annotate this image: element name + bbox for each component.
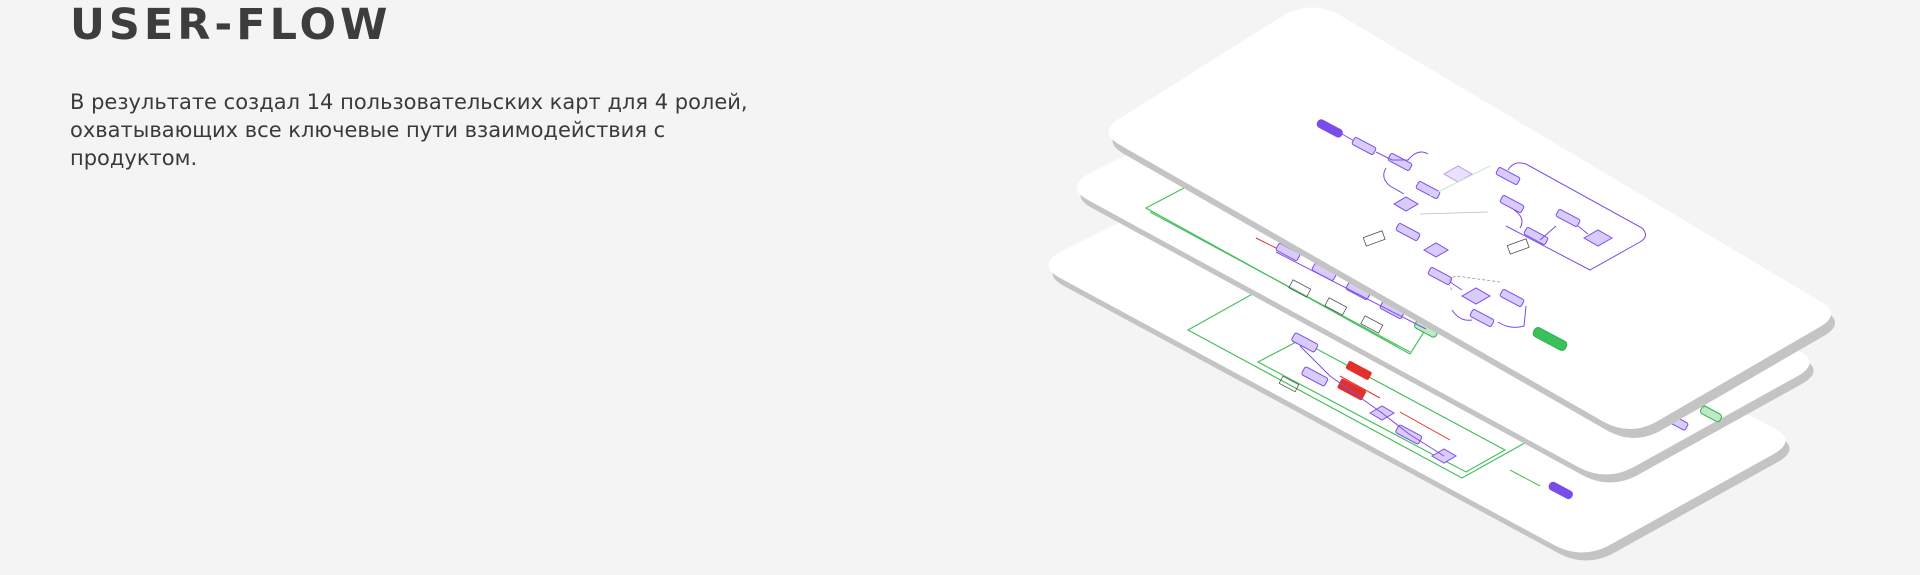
green-container-middle-2 [1149, 211, 1411, 353]
flow-node [1523, 227, 1549, 245]
flow-node [1555, 209, 1581, 227]
flow-node [1495, 167, 1521, 185]
error-edge [1255, 237, 1277, 249]
error-node [1337, 378, 1367, 401]
flow-edge [1275, 251, 1427, 330]
green-container-bottom-2 [1256, 339, 1507, 473]
board-top-surface [1108, 7, 1831, 429]
start-node [1316, 119, 1343, 138]
doc-node [1278, 375, 1300, 393]
flow-edge [1383, 167, 1405, 195]
green-connector [1509, 469, 1541, 487]
flow-edge [1449, 281, 1463, 291]
error-node [1345, 361, 1372, 380]
start-node [1548, 481, 1573, 500]
board-top [1108, 7, 1835, 438]
flow-decision [1582, 229, 1614, 247]
error-edge [1339, 375, 1451, 441]
flow-decision [1393, 196, 1419, 212]
flow-node [1351, 137, 1377, 155]
flow-node [1427, 267, 1453, 285]
flow-node [1301, 366, 1329, 387]
flow-edge [1375, 151, 1429, 161]
flow-node [1469, 309, 1495, 327]
doc-node [1324, 297, 1348, 316]
doc-node [1360, 315, 1384, 334]
section-description: В результате создал 14 пользовательских … [70, 90, 748, 170]
flow-node [1499, 289, 1525, 307]
dashed-edge [1448, 275, 1501, 291]
section-title: USER-FLOW [70, 0, 392, 50]
flow-decision [1423, 242, 1449, 258]
flow-node [1395, 223, 1421, 241]
gray-connector [1419, 211, 1489, 215]
user-flow-boards-illustration [1048, 7, 1835, 561]
doc-node [1288, 279, 1312, 298]
flow-edge [1513, 209, 1589, 241]
doc-node [1362, 230, 1386, 247]
flow-edge [1451, 305, 1527, 328]
green-connector [1429, 165, 1491, 197]
flow-decision [1460, 287, 1492, 305]
flow-node [1387, 153, 1413, 171]
flow-edge [1299, 345, 1445, 457]
success-node [1532, 327, 1568, 351]
doc-node [1506, 238, 1530, 255]
flow-node [1291, 332, 1319, 353]
flow-container [1505, 162, 1646, 271]
flow-node [1499, 195, 1525, 213]
